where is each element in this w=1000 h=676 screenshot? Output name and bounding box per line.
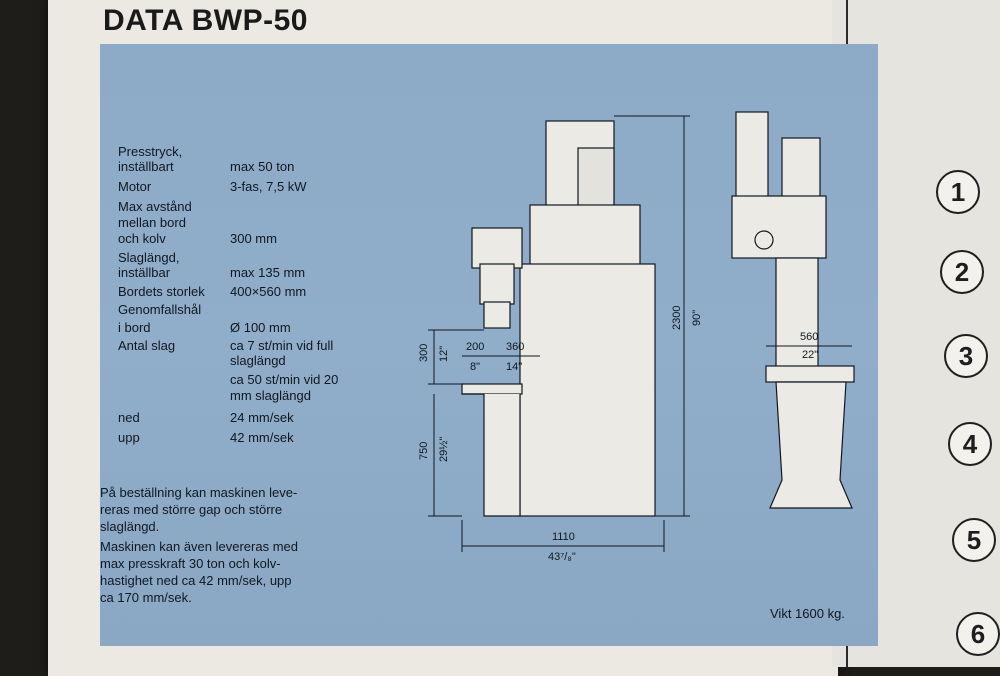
spec-label: inställbar xyxy=(118,265,171,280)
spec-label: inställbart xyxy=(118,159,174,174)
spec-value: 300 mm xyxy=(230,231,277,246)
spec-value: 400×560 mm xyxy=(230,284,307,299)
spec-label: mellan bord xyxy=(118,215,186,230)
side-number-3: 3 xyxy=(944,334,988,378)
gap-in-label: 12" xyxy=(438,346,450,362)
note-line: max presskraft 30 ton och kolv- xyxy=(100,556,281,571)
side-base xyxy=(769,381,853,509)
spec-label: ned xyxy=(118,410,140,425)
spec-label: Max avstånd xyxy=(118,199,192,214)
spec-value: slaglängd xyxy=(230,353,286,368)
spec-value: max 50 ton xyxy=(230,159,295,174)
side-motor xyxy=(781,137,821,199)
note-line: På beställning kan maskinen leve- xyxy=(100,485,298,500)
reach2-mm-label: 360 xyxy=(506,341,524,353)
ram-head xyxy=(471,227,523,269)
side-number-2: 2 xyxy=(940,250,984,294)
width-mm-label: 1110 xyxy=(552,531,575,543)
side-number-4: 4 xyxy=(948,422,992,466)
base xyxy=(462,393,521,517)
side-control-box xyxy=(731,195,827,259)
spec-value: max 135 mm xyxy=(230,265,306,280)
ram-tool xyxy=(483,301,511,329)
table-height-mm-label: 750 xyxy=(418,442,430,460)
motor xyxy=(577,147,615,207)
spec-label: upp xyxy=(118,430,140,445)
reach1-mm-label: 200 xyxy=(466,341,484,353)
spec-value: 42 mm/sek xyxy=(230,430,294,445)
depth-in-label: 22" xyxy=(802,349,818,361)
spec-value: 3-fas, 7,5 kW xyxy=(230,179,307,194)
note-line: slaglängd. xyxy=(100,519,160,534)
reach2-in-label: 14" xyxy=(506,361,522,373)
spec-label: i bord xyxy=(118,320,151,335)
side-table xyxy=(765,365,855,383)
width-in-label: 43⁷/₈" xyxy=(548,551,576,563)
note-line: hastighet ned ca 42 mm/sek, upp xyxy=(100,573,292,588)
note-line: Maskinen kan även levereras med xyxy=(100,539,298,554)
table-height-in-label: 29½" xyxy=(438,437,450,462)
spec-label: Bordets storlek xyxy=(118,284,205,299)
table xyxy=(461,383,523,395)
note-line: ca 170 mm/sek. xyxy=(100,590,192,605)
side-number-5: 5 xyxy=(952,518,996,562)
page-title: DATA BWP-50 xyxy=(103,4,308,37)
depth-mm-label: 560 xyxy=(800,331,818,343)
height-in-label: 90" xyxy=(691,310,703,326)
spec-value: ca 50 st/min vid 20 xyxy=(230,372,339,387)
spec-value: 24 mm/sek xyxy=(230,410,294,425)
machine-frame xyxy=(519,263,656,517)
note-larger-gap: På beställning kan maskinen leve- reras … xyxy=(100,484,360,535)
gap-mm-label: 300 xyxy=(418,344,430,362)
side-column xyxy=(775,257,819,369)
ram-cylinder xyxy=(479,263,515,305)
height-mm-label: 2300 xyxy=(671,306,683,330)
reach1-in-label: 8" xyxy=(470,361,480,373)
spec-label: Antal slag xyxy=(118,338,176,353)
note-alternative-version: Maskinen kan även levereras med max pres… xyxy=(100,538,360,606)
spec-label: och kolv xyxy=(118,231,166,246)
spec-value: ca 7 st/min vid full xyxy=(230,338,334,353)
side-number-6: 6 xyxy=(956,612,1000,656)
spec-value: mm slaglängd xyxy=(230,388,311,403)
spec-label: Genomfallshål xyxy=(118,302,202,317)
pressure-gauge xyxy=(754,230,774,250)
spec-label: Presstryck, xyxy=(118,144,183,159)
upper-body xyxy=(529,204,641,266)
side-number-1: 1 xyxy=(936,170,980,214)
weight-label: Vikt 1600 kg. xyxy=(770,606,845,621)
note-line: reras med större gap och större xyxy=(100,502,283,517)
spec-value: Ø 100 mm xyxy=(230,320,291,335)
spec-label: Motor xyxy=(118,179,152,194)
spec-label: Slaglängd, xyxy=(118,250,180,265)
